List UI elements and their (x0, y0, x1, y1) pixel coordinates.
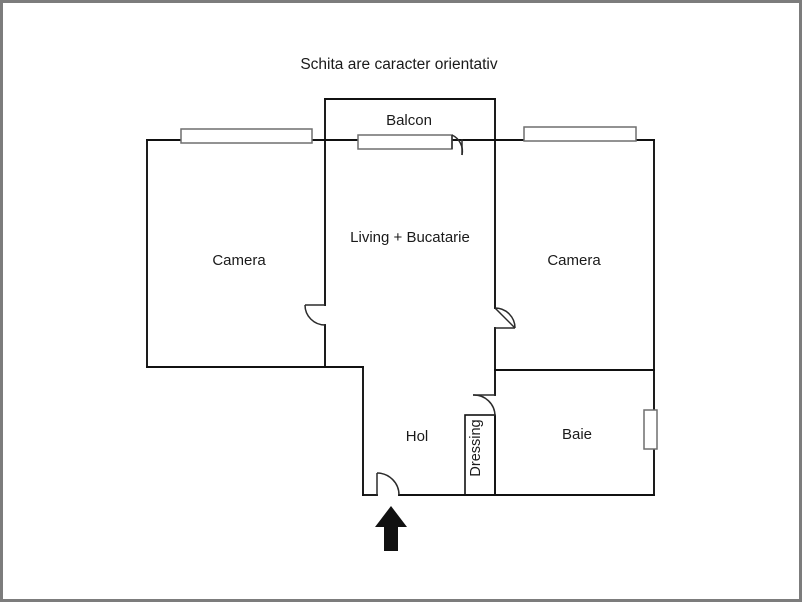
door-baie-arc (472, 394, 496, 417)
room-label-baie: Baie (562, 426, 592, 443)
dressing-closet (464, 414, 496, 496)
room-labels-group: Camera Living + Bucatarie Camera Balcon … (212, 112, 601, 477)
window-baie (643, 409, 658, 450)
window-camera-right (523, 126, 637, 142)
room-label-living: Living + Bucatarie (350, 229, 470, 246)
door-balcon-arc (451, 134, 464, 156)
room-label-balcon: Balcon (386, 112, 432, 129)
page-title: Schita are caracter orientativ (300, 56, 498, 73)
dressing-outline (464, 414, 496, 496)
doors-group (304, 134, 516, 496)
room-label-dressing: Dressing (468, 419, 484, 476)
door-camera-right-leaf (494, 307, 516, 329)
door-camera-right-arc (494, 307, 516, 329)
entrance-arrow-shape (375, 506, 407, 551)
windows-group (180, 126, 658, 450)
door-camera-left-arc (304, 304, 326, 326)
room-label-camera-right: Camera (547, 252, 601, 269)
floor-plan-drawing: Schita are caracter orientativ (146, 56, 658, 551)
window-balcon (357, 134, 453, 150)
room-label-camera-left: Camera (212, 252, 266, 269)
entrance-arrow (375, 506, 407, 551)
window-camera-left (180, 128, 313, 144)
door-entrance-arc (376, 472, 400, 496)
room-label-hol: Hol (406, 428, 429, 445)
